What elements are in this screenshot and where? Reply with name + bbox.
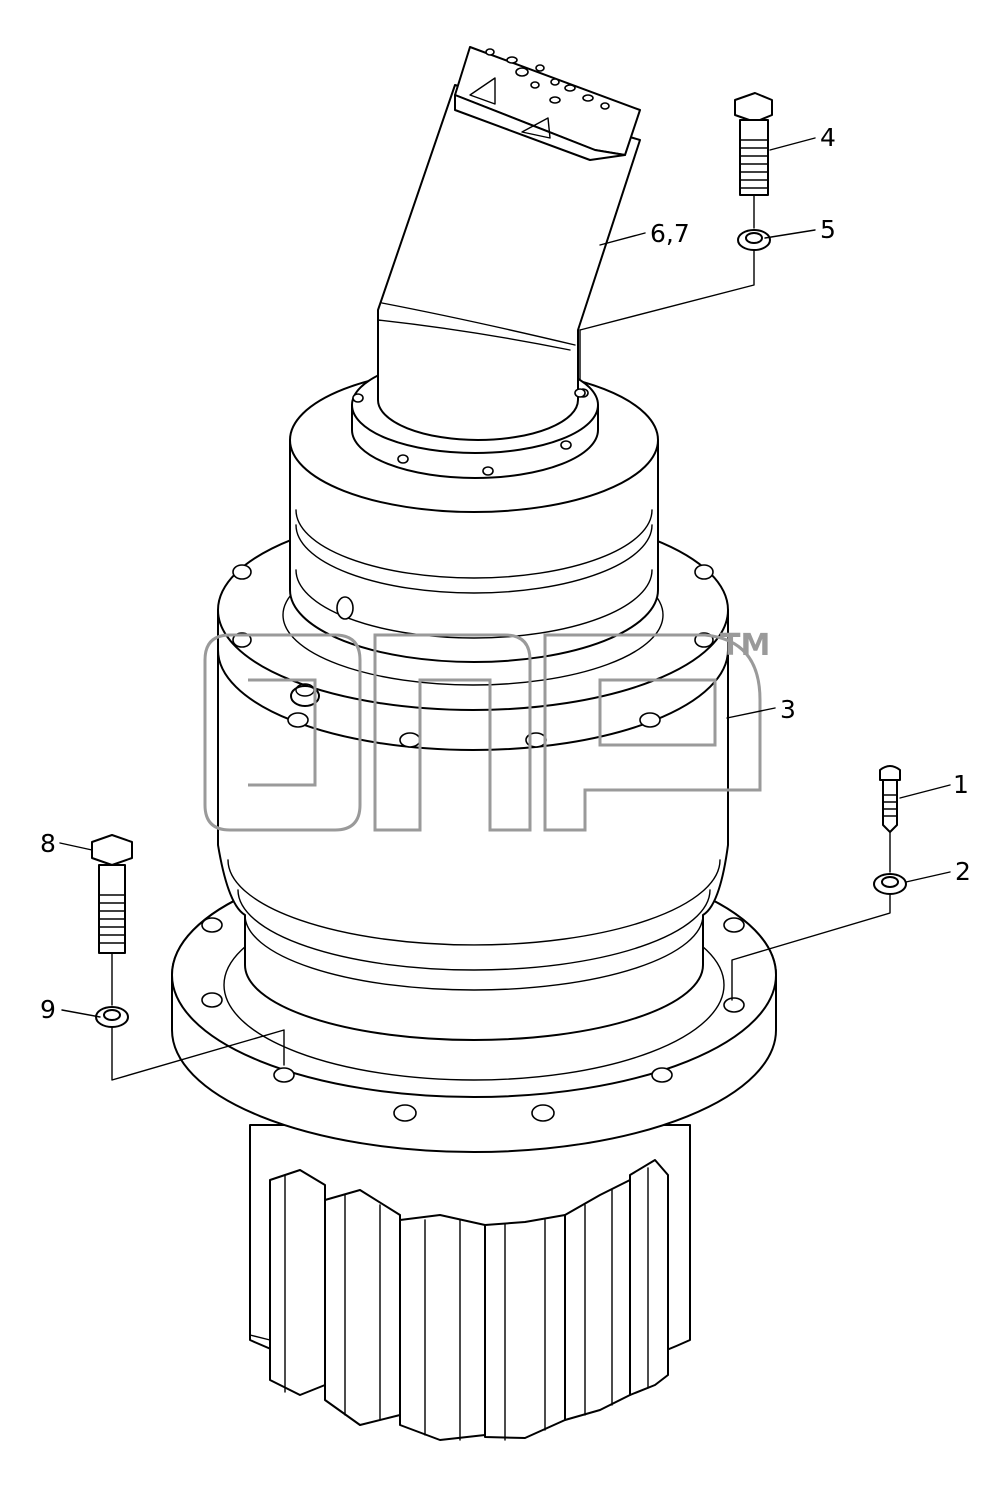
pinion-gear bbox=[249, 1124, 691, 1441]
screw-item-1 bbox=[879, 765, 901, 833]
washer-item-5 bbox=[579, 194, 771, 331]
bolt-item-8 bbox=[91, 834, 133, 954]
callout-leaders bbox=[59, 137, 951, 1018]
callout-label-9: 9 bbox=[40, 995, 56, 1024]
callout-label-8: 8 bbox=[40, 829, 56, 858]
watermark-logo: TM bbox=[203, 628, 770, 832]
washer-item-2 bbox=[731, 831, 907, 1001]
callout-label-5: 5 bbox=[820, 215, 836, 244]
callout-label-2: 2 bbox=[955, 857, 971, 886]
callout-labels: 4 5 6,7 3 1 2 8 9 bbox=[40, 123, 971, 1024]
trademark-mark: TM bbox=[720, 628, 770, 663]
washer-item-9 bbox=[95, 952, 285, 1081]
housing-flange-holes bbox=[232, 564, 714, 748]
callout-label-1: 1 bbox=[953, 770, 969, 799]
lower-flange-holes bbox=[201, 917, 745, 1122]
shaft-assembly bbox=[377, 46, 641, 441]
callout-label-6-7: 6,7 bbox=[650, 219, 690, 248]
callout-label-3: 3 bbox=[780, 695, 796, 724]
bolt-item-4 bbox=[734, 92, 773, 196]
callout-label-4: 4 bbox=[820, 123, 836, 152]
